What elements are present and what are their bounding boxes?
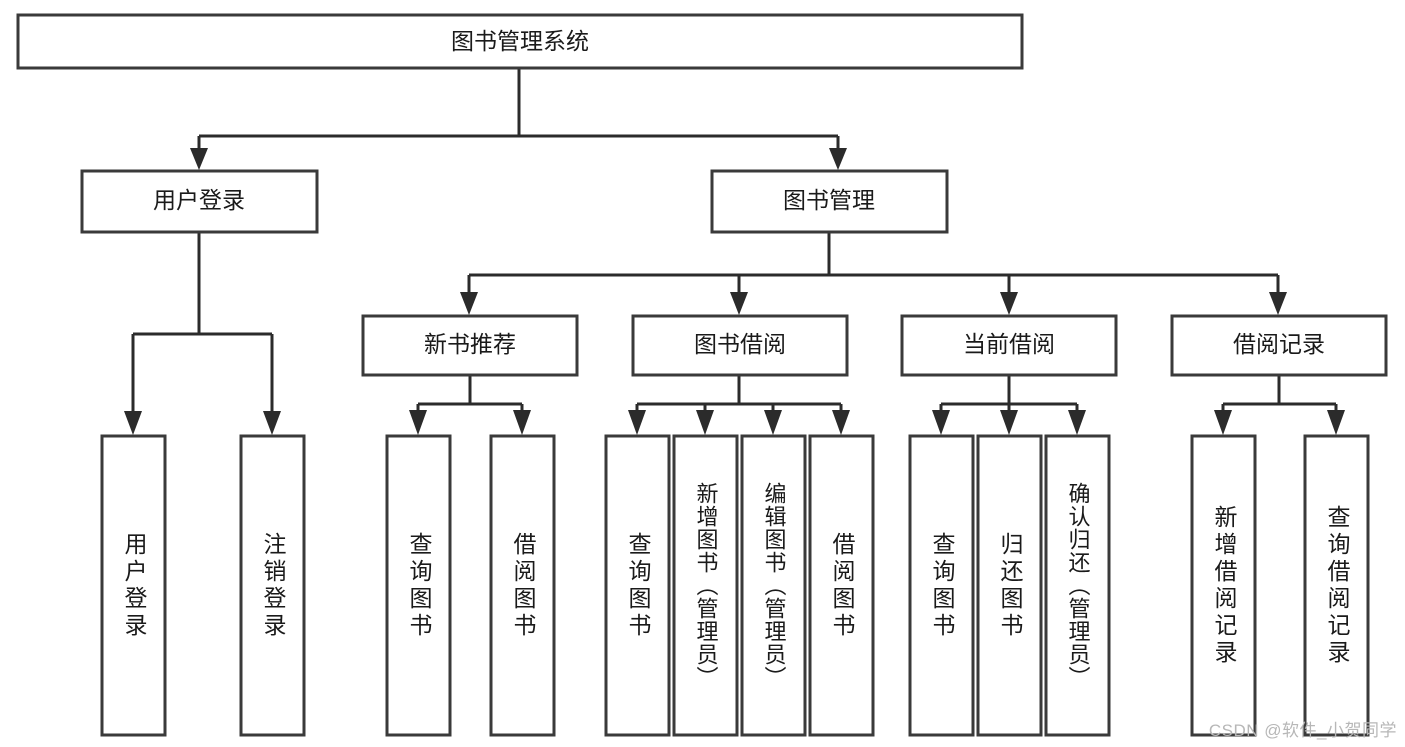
leaf-box-borrow-book-1[interactable] — [489, 434, 556, 737]
leaf-box-confirm-return[interactable] — [1044, 434, 1111, 737]
node-book-management-label: 图书管理 — [783, 187, 875, 213]
connector-bookborrow-to-leaves — [628, 375, 850, 435]
node-book-borrow-label: 图书借阅 — [694, 331, 786, 357]
leaf-box-query-book-2[interactable] — [604, 434, 671, 737]
leaf-box-edit-book-admin[interactable] — [740, 434, 807, 737]
node-root-label: 图书管理系统 — [451, 28, 589, 54]
node-new-book-recommend-label: 新书推荐 — [424, 331, 516, 357]
node-user-login-label: 用户登录 — [153, 187, 245, 213]
leaf-box-user-login[interactable] — [100, 434, 167, 737]
leaf-box-query-book-1[interactable] — [385, 434, 452, 737]
node-book-borrow[interactable]: 图书借阅 — [631, 314, 849, 377]
leaf-box-query-record[interactable] — [1303, 434, 1370, 737]
node-book-management[interactable]: 图书管理 — [710, 169, 949, 234]
leaf-boxes — [100, 434, 1370, 737]
connector-newbook-to-leaves — [409, 375, 531, 435]
node-user-login[interactable]: 用户登录 — [80, 169, 319, 234]
connector-currentborrow-to-leaves — [932, 375, 1086, 435]
node-new-book-recommend[interactable]: 新书推荐 — [361, 314, 579, 377]
leaf-box-query-book-3[interactable] — [908, 434, 975, 737]
leaf-box-add-record[interactable] — [1190, 434, 1257, 737]
leaf-box-logout[interactable] — [239, 434, 306, 737]
leaf-box-borrow-book-2[interactable] — [808, 434, 875, 737]
connector-userlogin-to-leaves — [124, 232, 281, 435]
connector-root-to-level2 — [190, 68, 847, 170]
node-current-borrow[interactable]: 当前借阅 — [900, 314, 1118, 377]
node-borrow-record[interactable]: 借阅记录 — [1170, 314, 1388, 377]
node-root[interactable]: 图书管理系统 — [16, 13, 1024, 70]
connector-bookmgmt-to-level3 — [460, 232, 1287, 315]
connector-borrowrecord-to-leaves — [1214, 375, 1345, 435]
node-borrow-record-label: 借阅记录 — [1233, 331, 1325, 357]
leaf-box-add-book-admin[interactable] — [672, 434, 739, 737]
node-current-borrow-label: 当前借阅 — [963, 331, 1055, 357]
leaf-box-return-book[interactable] — [976, 434, 1043, 737]
